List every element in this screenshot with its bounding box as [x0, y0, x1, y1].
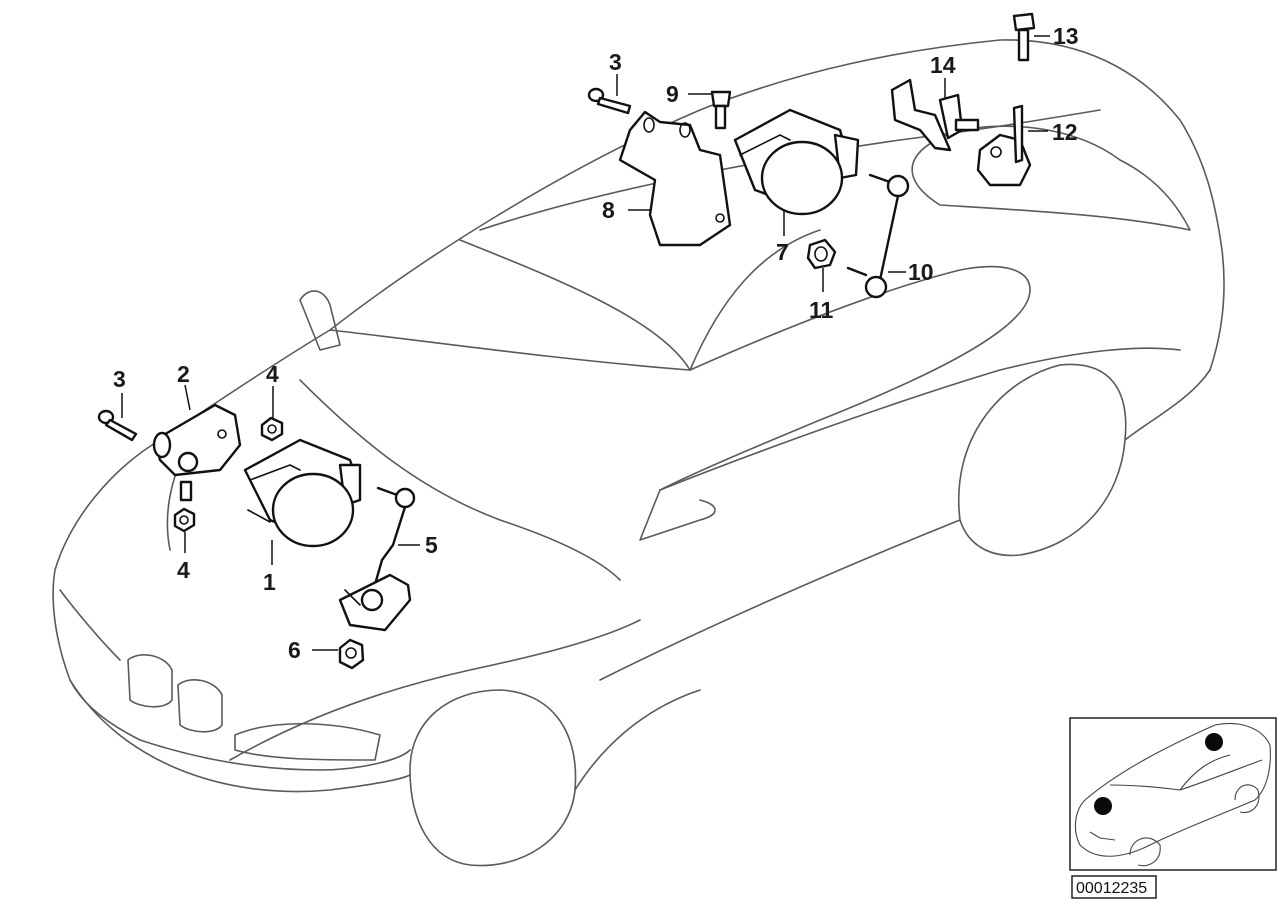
- part-10-linkage: [846, 173, 910, 299]
- part-9-bolt: [710, 90, 732, 130]
- callout-12: 12: [1052, 119, 1078, 145]
- part-14-bracket: [890, 78, 980, 152]
- inset-marker-rear: [1205, 733, 1223, 751]
- callout-5: 5: [425, 532, 438, 558]
- part-3-bolt-front: [97, 409, 138, 442]
- part-7-sensor: [733, 108, 860, 216]
- callout-3-rear: 3: [609, 49, 622, 75]
- callout-numbers: 1 2 3 3 4 4 5 6 7 8 9 10 11 12 13 14: [113, 23, 1079, 663]
- callout-11: 11: [809, 297, 834, 323]
- callout-7: 7: [776, 239, 789, 265]
- callout-10: 10: [908, 259, 934, 285]
- part-12-bracket: [976, 104, 1032, 187]
- callout-13: 13: [1053, 23, 1079, 49]
- callout-8: 8: [602, 197, 615, 223]
- leader-lines: [121, 35, 1050, 651]
- part-4-stud-nut: [173, 480, 196, 533]
- part-4-nut-top: [260, 416, 284, 442]
- part-3-bolt-rear: [587, 87, 632, 115]
- callout-6: 6: [288, 637, 301, 663]
- callout-14: 14: [930, 52, 956, 78]
- part-5-linkage: [338, 486, 416, 632]
- callout-9: 9: [666, 81, 679, 107]
- part-8-bracket: [618, 110, 732, 247]
- part-1-sensor: [243, 438, 362, 548]
- callout-2: 2: [177, 361, 190, 387]
- reference-number: 00012235: [1076, 880, 1147, 897]
- callout-1: 1: [263, 569, 276, 595]
- callout-4-bottom: 4: [177, 557, 190, 583]
- callout-3-front: 3: [113, 366, 126, 392]
- part-11-bush: [806, 238, 837, 270]
- part-2-bracket: [152, 403, 242, 477]
- callout-4-top: 4: [266, 361, 279, 387]
- part-6-nut: [338, 638, 365, 670]
- part-13-bolt: [1012, 12, 1036, 62]
- inset-marker-front: [1094, 797, 1112, 815]
- reference-number-box: 00012235: [1071, 875, 1157, 899]
- locator-inset: [1069, 717, 1277, 871]
